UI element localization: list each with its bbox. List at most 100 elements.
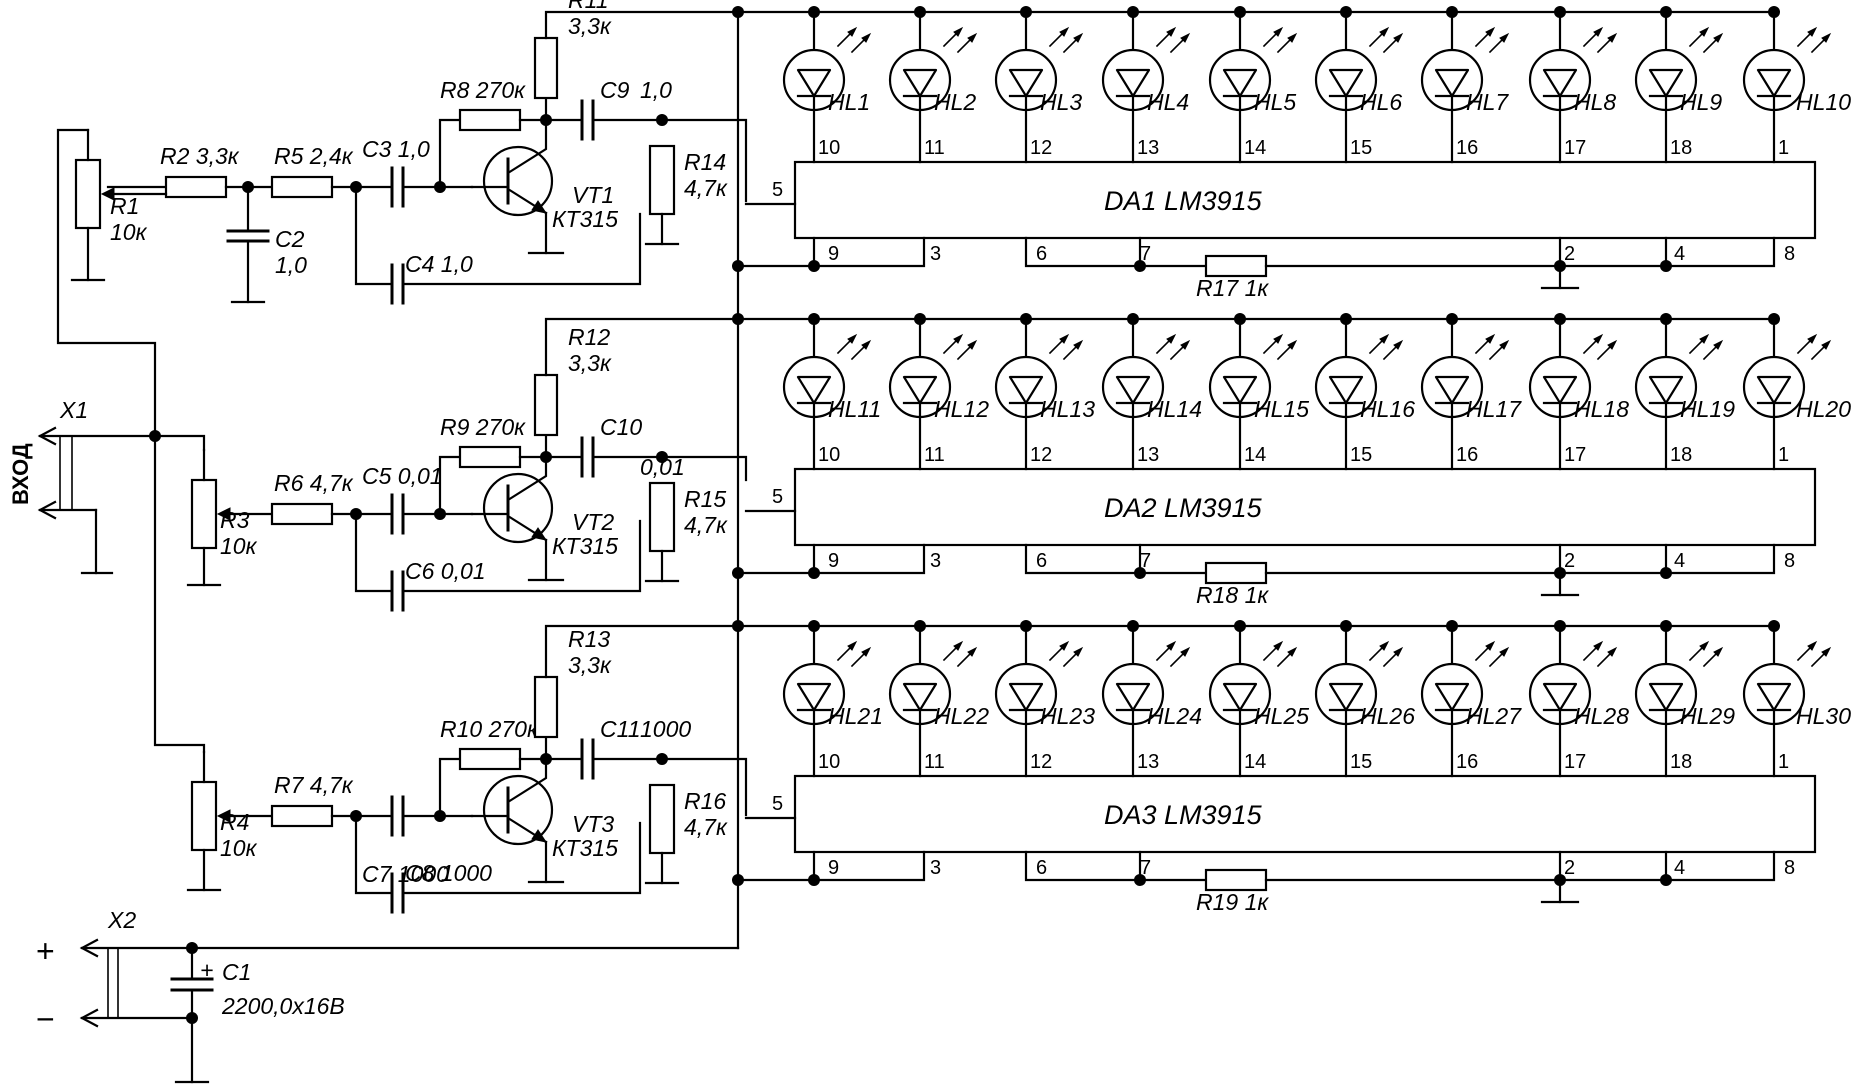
npn-transistor-icon [470,118,554,217]
minus-terminal: − [36,1001,55,1037]
light-arrow-icon [1166,26,1177,37]
light-arrow-icon [1485,640,1496,651]
light-arrow-icon [1073,32,1084,43]
x1-ref: X1 [59,397,88,423]
wire [660,118,748,203]
led-label: HL2 [934,89,976,115]
light-arrow-icon [1287,32,1298,43]
junction-dot-icon [1554,313,1566,325]
light-arrow-icon [967,32,978,43]
c1-polarity: + [200,957,213,983]
junction-dot-icon [1660,620,1672,632]
c-out-ref: C11 [600,716,641,742]
r-set-label: R17 1к [1196,275,1269,301]
r-out-ref: R14 [684,149,726,175]
led-label: HL7 [1466,89,1509,115]
pot-value: 10к [220,835,258,861]
led-label: HL22 [934,703,989,729]
junction-dot-icon [914,6,926,18]
resistor-icon [1204,254,1268,278]
junction-dot-icon [1020,620,1032,632]
junction-dot-icon [732,260,744,272]
transistor-body [482,145,554,217]
emitter-arrow-icon [531,829,548,843]
pot-ref: R4 [220,809,249,835]
transistor-ref: VT2 [572,509,614,535]
led-pin-number: 13 [1137,444,1159,466]
led-icon [994,10,1084,164]
junction-dot-icon [1660,874,1672,886]
pin-4: 4 [1674,550,1685,572]
light-arrow-icon [1699,333,1710,344]
led-pin-number: 14 [1244,137,1266,159]
pin-9: 9 [828,857,839,879]
lm3915-chip [793,467,1817,547]
wire [438,118,462,189]
resistor-icon [190,780,218,852]
pin-9: 9 [828,243,839,265]
light-arrow-icon [953,26,964,37]
junction-dot-icon [1660,6,1672,18]
light-arrow-icon [1699,640,1710,651]
led-label: HL21 [828,703,883,729]
connector-icon [79,1008,99,1028]
led-icon [1314,624,1404,778]
led-label: HL14 [1147,396,1202,422]
polarized-capacitor-icon [170,946,214,1084]
junction-dot-icon [1554,874,1566,886]
wire [401,519,642,593]
r-col-ref: R11 [568,0,609,13]
light-arrow-icon [1807,333,1818,344]
led-label: HL30 [1796,703,1851,729]
light-arrow-icon [1807,26,1818,37]
pin-5: 5 [772,793,783,815]
junction-dot-icon [1554,567,1566,579]
led-icon [994,317,1084,471]
resistor-icon [270,175,334,199]
r-set-label: R19 1к [1196,889,1269,915]
junction-dot-icon [1554,620,1566,632]
junction-dot-icon [914,620,926,632]
wire [544,317,740,377]
light-arrow-icon [1287,339,1298,350]
led-pin-number: 15 [1350,751,1372,773]
led-icon [888,10,978,164]
pin-4: 4 [1674,857,1685,879]
light-arrow-icon [1593,333,1604,344]
led-pin-number: 10 [818,444,840,466]
led-icon [1420,624,1510,778]
light-arrow-icon [1059,26,1070,37]
light-arrow-icon [1713,32,1724,43]
wire [354,512,394,593]
emitter-arrow-icon [531,200,548,214]
wire [1024,850,1208,882]
junction-dot-icon [1660,313,1672,325]
r-col-value: 3,3к [568,350,612,376]
light-arrow-icon [847,333,858,344]
led-icon [1101,317,1191,471]
resistor-icon [533,36,559,100]
led-label: HL24 [1147,703,1202,729]
wire [354,814,394,895]
junction-dot-icon [914,313,926,325]
r-col-ref: R12 [568,324,610,350]
diode-triangle [1008,682,1044,712]
junction-dot-icon [808,313,820,325]
junction-dot-icon [732,567,744,579]
led-icon [1420,317,1510,471]
pin-3: 3 [930,550,941,572]
diode-triangle [1115,68,1151,98]
light-arrow-icon [1059,640,1070,651]
led-icon [1208,624,1298,778]
pin-2: 2 [1564,550,1575,572]
junction-dot-icon [808,260,820,272]
r-in-label: R6 4,7к [274,470,354,496]
wire [1264,236,1776,268]
led-pin-number: 16 [1456,751,1478,773]
junction-dot-icon [1446,6,1458,18]
light-arrow-icon [847,26,858,37]
pin-6: 6 [1036,243,1047,265]
resistor-icon [533,373,559,437]
diode-triangle [796,682,832,712]
